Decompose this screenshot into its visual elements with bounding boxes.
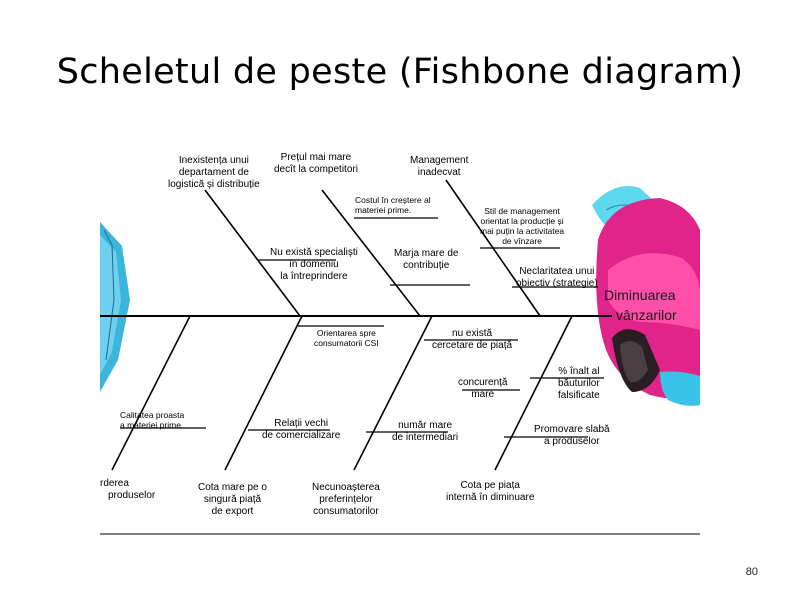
label-line: Costul în creștere al bbox=[355, 195, 431, 205]
label-line: de intermediari bbox=[392, 432, 458, 444]
cause-inexistenta-departament: Inexistența unui departament de logistic… bbox=[168, 155, 260, 191]
cause-costul-materiei-prime: Costul în creștere al materiei prime. bbox=[355, 195, 431, 215]
cause-pierderea-produselor: rderea produselor bbox=[100, 478, 155, 502]
cause-numar-intermediari: număr mare de intermediari bbox=[392, 420, 458, 444]
label-line: contribuție bbox=[394, 260, 458, 272]
label-line: Orientarea spre bbox=[314, 328, 379, 338]
label-line: Relații vechi bbox=[262, 418, 340, 430]
label-line: Cota pe piața bbox=[446, 480, 534, 492]
label-line: consumatorii CSI bbox=[314, 338, 379, 348]
cause-marja-mare: Marja mare de contribuție bbox=[394, 248, 458, 272]
cause-cota-mare-export: Cota mare pe o singură piață de export bbox=[198, 482, 267, 518]
label-line: logistică și distribuție bbox=[168, 179, 260, 191]
cause-relatii-vechi: Relații vechi de comercializare bbox=[262, 418, 340, 442]
cause-nu-exista-specialisti: Nu există specialiști în domeniu la într… bbox=[270, 247, 358, 283]
label-line: Prețul mai mare bbox=[274, 152, 358, 164]
label-line: Neclaritatea unui bbox=[516, 266, 598, 278]
label-line: obiectiv (strategie) bbox=[516, 278, 598, 290]
page-number: 80 bbox=[728, 566, 758, 578]
label-line: Inexistența unui bbox=[168, 155, 260, 167]
label-line: Stil de management bbox=[480, 206, 564, 216]
label-line: în domeniu bbox=[270, 259, 358, 271]
cause-orientarea-csi: Orientarea spre consumatorii CSI bbox=[314, 328, 379, 348]
cause-cercetare-piata: nu există cercetare de piață bbox=[432, 328, 512, 352]
label-line: mare bbox=[458, 389, 507, 401]
label-line: preferințelor bbox=[312, 494, 380, 506]
label-line: produselor bbox=[108, 490, 155, 502]
cause-concurenta-mare: concurență mare bbox=[458, 377, 507, 401]
label-line: consumatorilor bbox=[312, 506, 380, 518]
effect-label: Diminuarea vânzarilor bbox=[604, 285, 677, 325]
label-line: mai puțin la activitatea bbox=[480, 226, 564, 236]
cause-management-inadecvat: Management inadecvat bbox=[410, 155, 468, 179]
cause-promovare-slaba: Promovare slabă a produselor bbox=[534, 424, 610, 448]
label-line: Calitatea proasta bbox=[120, 410, 184, 420]
label-line: decît la competitori bbox=[274, 164, 358, 176]
cause-stil-de-management: Stil de management orientat la producție… bbox=[480, 206, 564, 246]
label-line: falsificate bbox=[558, 390, 600, 402]
effect-line-2: vânzarilor bbox=[616, 305, 677, 325]
label-line: orientat la producție și bbox=[480, 216, 564, 226]
label-line: a materiei prime bbox=[120, 420, 184, 430]
label-line: rderea bbox=[100, 478, 155, 490]
label-line: a produselor bbox=[534, 436, 610, 448]
label-line: Nu există specialiști bbox=[270, 247, 358, 259]
cause-neclaritatea-obiectiv: Neclaritatea unui obiectiv (strategie) bbox=[516, 266, 598, 290]
effect-line-1: Diminuarea bbox=[604, 285, 677, 305]
label-line: inadecvat bbox=[410, 167, 468, 179]
label-line: materiei prime. bbox=[355, 205, 431, 215]
label-line: cercetare de piață bbox=[432, 340, 512, 352]
cause-necunoasterea-preferintelor: Necunoașterea preferințelor consumatoril… bbox=[312, 482, 380, 518]
cause-calitatea-materiei-prime: Calitatea proasta a materiei prime bbox=[120, 410, 184, 430]
label-line: % înalt al bbox=[558, 366, 600, 378]
label-line: concurență bbox=[458, 377, 507, 389]
fish-tail bbox=[100, 222, 130, 392]
label-line: de comercializare bbox=[262, 430, 340, 442]
label-line: la întreprindere bbox=[270, 271, 358, 283]
cause-bauturi-falsificate: % înalt al băuturilor falsificate bbox=[558, 366, 600, 402]
label-line: Marja mare de bbox=[394, 248, 458, 260]
label-line: Necunoașterea bbox=[312, 482, 380, 494]
label-line: internă în diminuare bbox=[446, 492, 534, 504]
label-line: de export bbox=[198, 506, 267, 518]
label-line: Promovare slabă bbox=[534, 424, 610, 436]
cause-pretul-mai-mare: Prețul mai mare decît la competitori bbox=[274, 152, 358, 176]
label-line: număr mare bbox=[392, 420, 458, 432]
label-line: nu există bbox=[432, 328, 512, 340]
label-line: departament de bbox=[168, 167, 260, 179]
label-line: băuturilor bbox=[558, 378, 600, 390]
label-line: Management bbox=[410, 155, 468, 167]
cause-cota-piata-interna: Cota pe piața internă în diminuare bbox=[446, 480, 534, 504]
label-line: Cota mare pe o bbox=[198, 482, 267, 494]
label-line: de vînzare bbox=[480, 236, 564, 246]
label-line: singură piață bbox=[198, 494, 267, 506]
